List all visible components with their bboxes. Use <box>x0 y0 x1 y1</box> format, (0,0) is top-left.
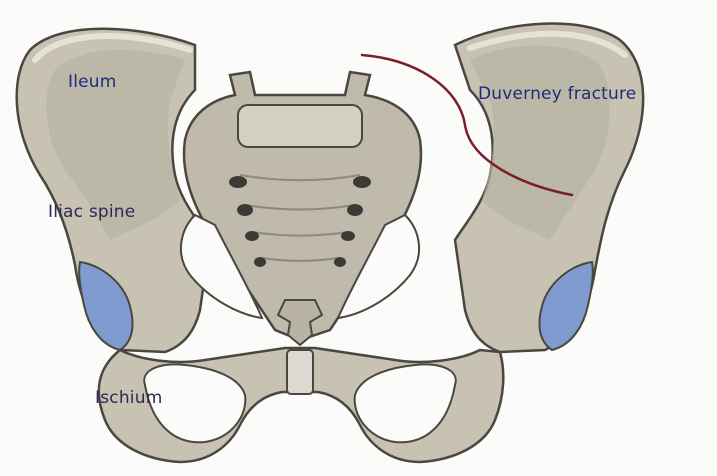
label-ischium: Ischium <box>95 388 162 408</box>
sacral-promontory <box>238 105 362 147</box>
sacral-foramen <box>229 176 247 188</box>
sacral-foramen <box>254 257 266 267</box>
sacral-foramen <box>347 204 363 216</box>
sacral-foramen <box>334 257 346 267</box>
label-duverney-fracture: Duverney fracture <box>478 84 636 104</box>
sacral-foramen <box>353 176 371 188</box>
sacral-foramen <box>237 204 253 216</box>
pubic-symphysis <box>287 350 313 394</box>
label-iliac-spine: Iliac spine <box>48 202 135 222</box>
sacral-foramen <box>245 231 259 241</box>
label-ileum: Ileum <box>68 72 117 92</box>
sacral-foramen <box>341 231 355 241</box>
